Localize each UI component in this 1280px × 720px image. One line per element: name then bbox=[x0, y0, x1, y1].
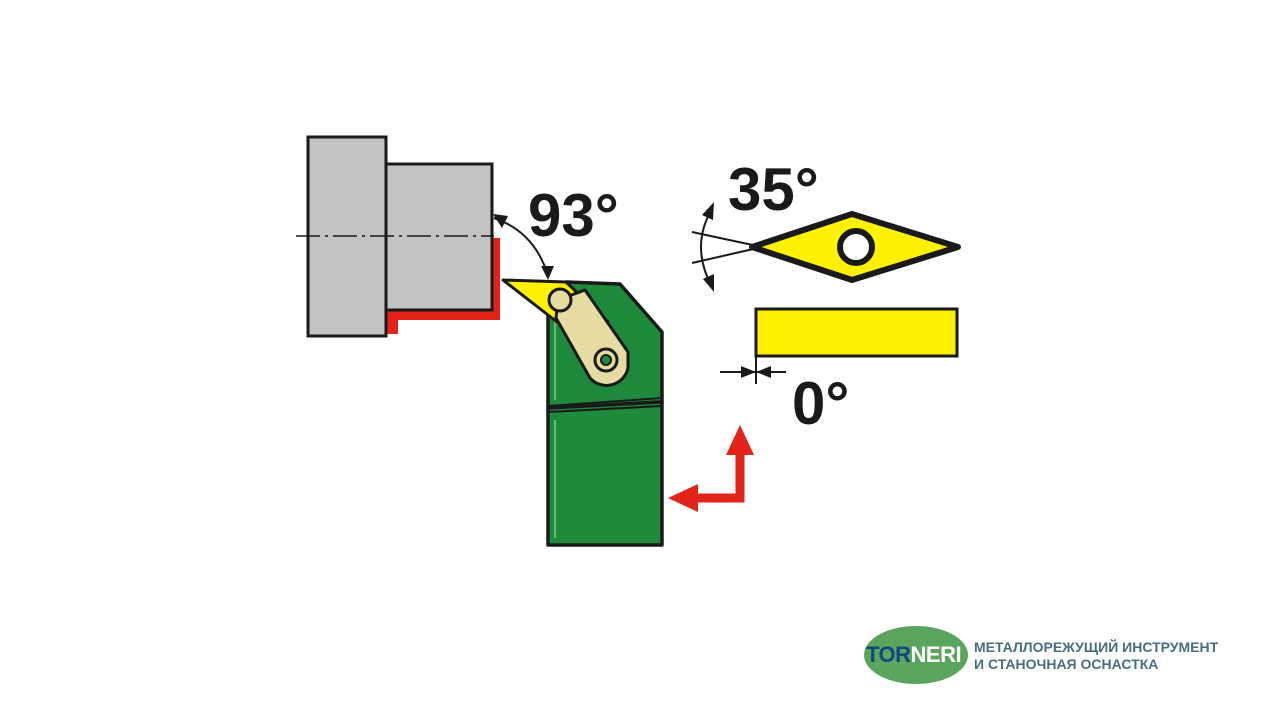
insert-angle-indicator bbox=[691, 202, 763, 292]
workpiece-small bbox=[384, 162, 494, 312]
logo-brand-part1: TOR bbox=[866, 642, 911, 667]
tool-holder-shank bbox=[546, 400, 664, 547]
clamp-pad bbox=[547, 287, 573, 313]
clearance-arrowhead-right bbox=[756, 366, 771, 378]
clearance-angle-label: 0° bbox=[792, 370, 849, 437]
insert-angle-arrowhead-bottom bbox=[703, 274, 714, 292]
feed-direction-arrows bbox=[668, 425, 754, 512]
insert-angle-label: 35° bbox=[728, 156, 819, 223]
clearance-arrowhead-left bbox=[741, 366, 756, 378]
logo-tagline-line1: МЕТАЛЛОРЕЖУЩИЙ ИНСТРУМЕНТ bbox=[974, 639, 1219, 655]
approach-angle-label: 93° bbox=[528, 182, 619, 249]
logo-tagline-line2: И СТАНОЧНАЯ ОСНАСТКА bbox=[974, 656, 1159, 672]
clamp bbox=[547, 287, 630, 387]
logo-brand: TORNERI bbox=[866, 642, 962, 668]
insert-side-view bbox=[754, 307, 959, 358]
logo-tagline: МЕТАЛЛОРЕЖУЩИЙ ИНСТРУМЕНТ И СТАНОЧНАЯ ОС… bbox=[974, 639, 1218, 673]
clearance-angle-indicator bbox=[720, 350, 786, 384]
feed-arrow-up-head bbox=[726, 425, 754, 455]
insert-angle-arrowhead-top bbox=[702, 202, 714, 220]
holder-parting-line bbox=[547, 397, 663, 407]
clamp-screw-socket bbox=[600, 354, 612, 366]
logo-brand-part2: NERI bbox=[910, 642, 962, 667]
torneri-logo[interactable]: TORNERI МЕТАЛЛОРЕЖУЩИЙ ИНСТРУМЕНТ И СТАН… bbox=[864, 626, 1264, 686]
logo-oval bbox=[864, 626, 968, 684]
insert-hole bbox=[837, 228, 875, 266]
holder-parting-line-2 bbox=[547, 405, 663, 413]
arc-arrowhead-top bbox=[493, 214, 508, 228]
feed-arrow-left-head bbox=[668, 484, 698, 512]
arc-arrowhead-bottom bbox=[541, 266, 554, 280]
